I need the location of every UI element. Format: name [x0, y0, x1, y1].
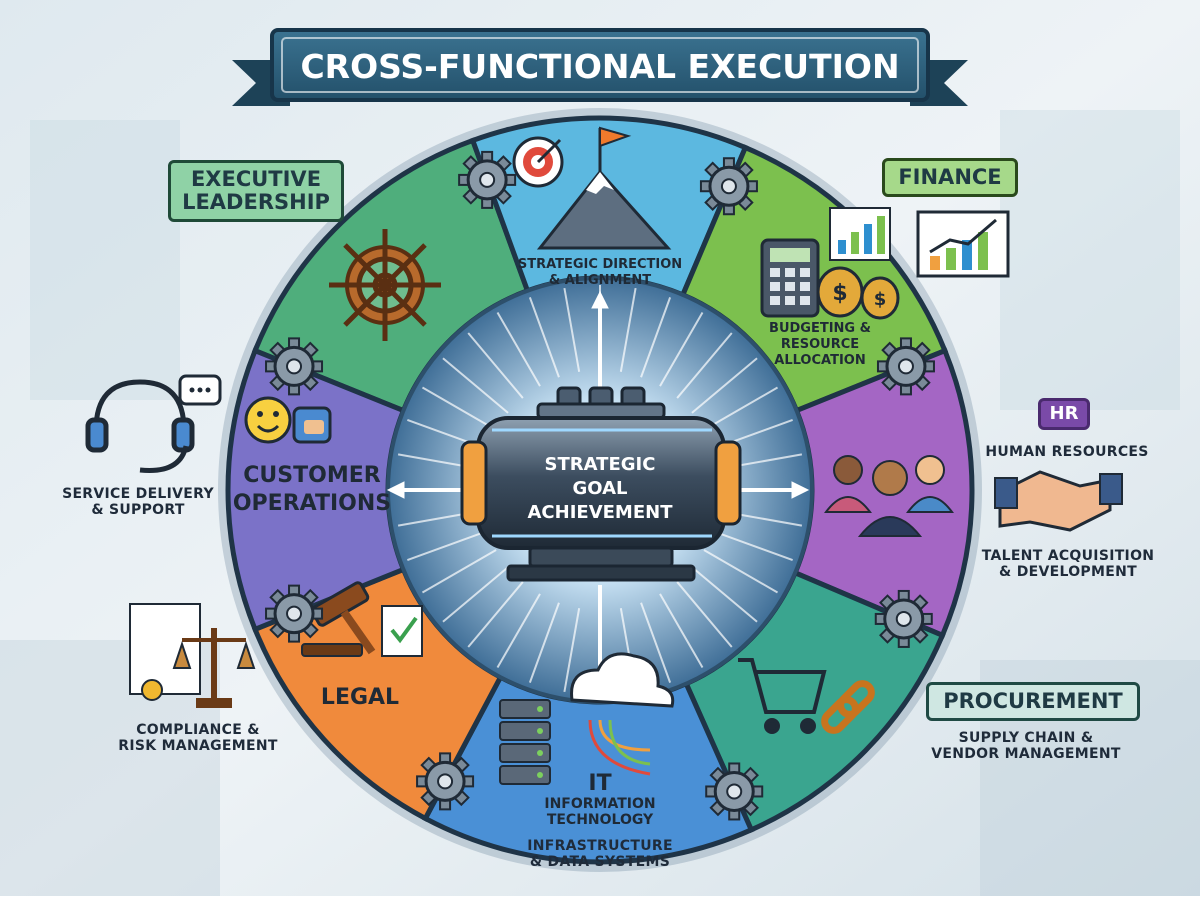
executive-leadership-tag: EXECUTIVE LEADERSHIP	[168, 160, 344, 222]
compliance-line1: COMPLIANCE &	[108, 722, 288, 738]
procurement-line1: SUPPLY CHAIN &	[926, 730, 1126, 746]
finance-line1: BUDGETING &	[769, 321, 871, 336]
smiley-icon	[246, 398, 290, 442]
svg-text:$: $	[874, 289, 887, 310]
thumbs-up-icon	[294, 408, 330, 442]
strategy-line1: STRATEGIC DIRECTION	[518, 257, 682, 272]
bar-chart-icon	[830, 208, 890, 260]
compliance-line2: RISK MANAGEMENT	[108, 738, 288, 754]
strategy-line2: & ALIGNMENT	[549, 273, 651, 288]
procurement-tag-label: PROCUREMENT	[943, 689, 1123, 713]
infra-line1: INFRASTRUCTURE	[508, 838, 692, 854]
chat-bubble-icon	[180, 376, 220, 404]
center-line2: GOAL	[573, 478, 628, 499]
svg-text:$: $	[832, 281, 847, 306]
gear-icon	[417, 753, 473, 809]
hr-desc-line2: & DEVELOPMENT	[976, 564, 1160, 580]
executive-line1: EXECUTIVE	[175, 168, 337, 191]
legal-label: LEGAL	[321, 685, 399, 710]
gear-icon	[266, 338, 322, 394]
it-abbr: IT	[588, 771, 611, 796]
customer-line2: OPERATIONS	[233, 491, 391, 516]
procurement-tag: PROCUREMENT	[926, 682, 1140, 721]
gear-icon	[701, 158, 757, 214]
infra-line2: & DATA SYSTEMS	[508, 854, 692, 870]
center-line1: STRATEGIC	[545, 454, 656, 475]
finance-tag-label: FINANCE	[898, 165, 1001, 189]
target-icon	[514, 138, 562, 186]
hr-badge: HR	[1038, 398, 1090, 430]
finance-tag: FINANCE	[882, 158, 1018, 197]
calculator-icon	[762, 240, 818, 316]
finance-line3: ALLOCATION	[774, 353, 865, 368]
service-line1: SERVICE DELIVERY	[58, 486, 218, 502]
gear-icon	[878, 338, 934, 394]
hr-badge-label: HR	[1050, 403, 1079, 424]
finance-line2: RESOURCE	[781, 337, 859, 352]
service-line2: & SUPPORT	[58, 502, 218, 518]
customer-line1: CUSTOMER	[243, 463, 380, 488]
gear-icon	[876, 591, 932, 647]
ships-wheel-icon	[329, 229, 441, 341]
hr-desc-line1: TALENT ACQUISITION	[976, 548, 1160, 564]
compliance-label: COMPLIANCE & RISK MANAGEMENT	[108, 722, 288, 754]
center-line3: ACHIEVEMENT	[528, 502, 674, 523]
gear-icon	[459, 152, 515, 208]
procurement-line2: VENDOR MANAGEMENT	[926, 746, 1126, 762]
procurement-description: SUPPLY CHAIN & VENDOR MANAGEMENT	[926, 730, 1126, 762]
gear-icon	[706, 763, 762, 819]
hr-description: TALENT ACQUISITION & DEVELOPMENT	[976, 548, 1160, 580]
bar-chart-icon	[918, 212, 1008, 276]
it-line2: TECHNOLOGY	[547, 812, 654, 828]
infrastructure-label: INFRASTRUCTURE & DATA SYSTEMS	[508, 838, 692, 870]
document-icon	[382, 606, 422, 656]
service-delivery-label: SERVICE DELIVERY & SUPPORT	[58, 486, 218, 518]
hr-title: HUMAN RESOURCES	[982, 444, 1152, 460]
page-title: CROSS-FUNCTIONAL EXECUTION	[300, 47, 899, 86]
gear-icon	[266, 586, 322, 642]
executive-line2: LEADERSHIP	[175, 191, 337, 214]
it-line1: INFORMATION	[544, 796, 655, 812]
